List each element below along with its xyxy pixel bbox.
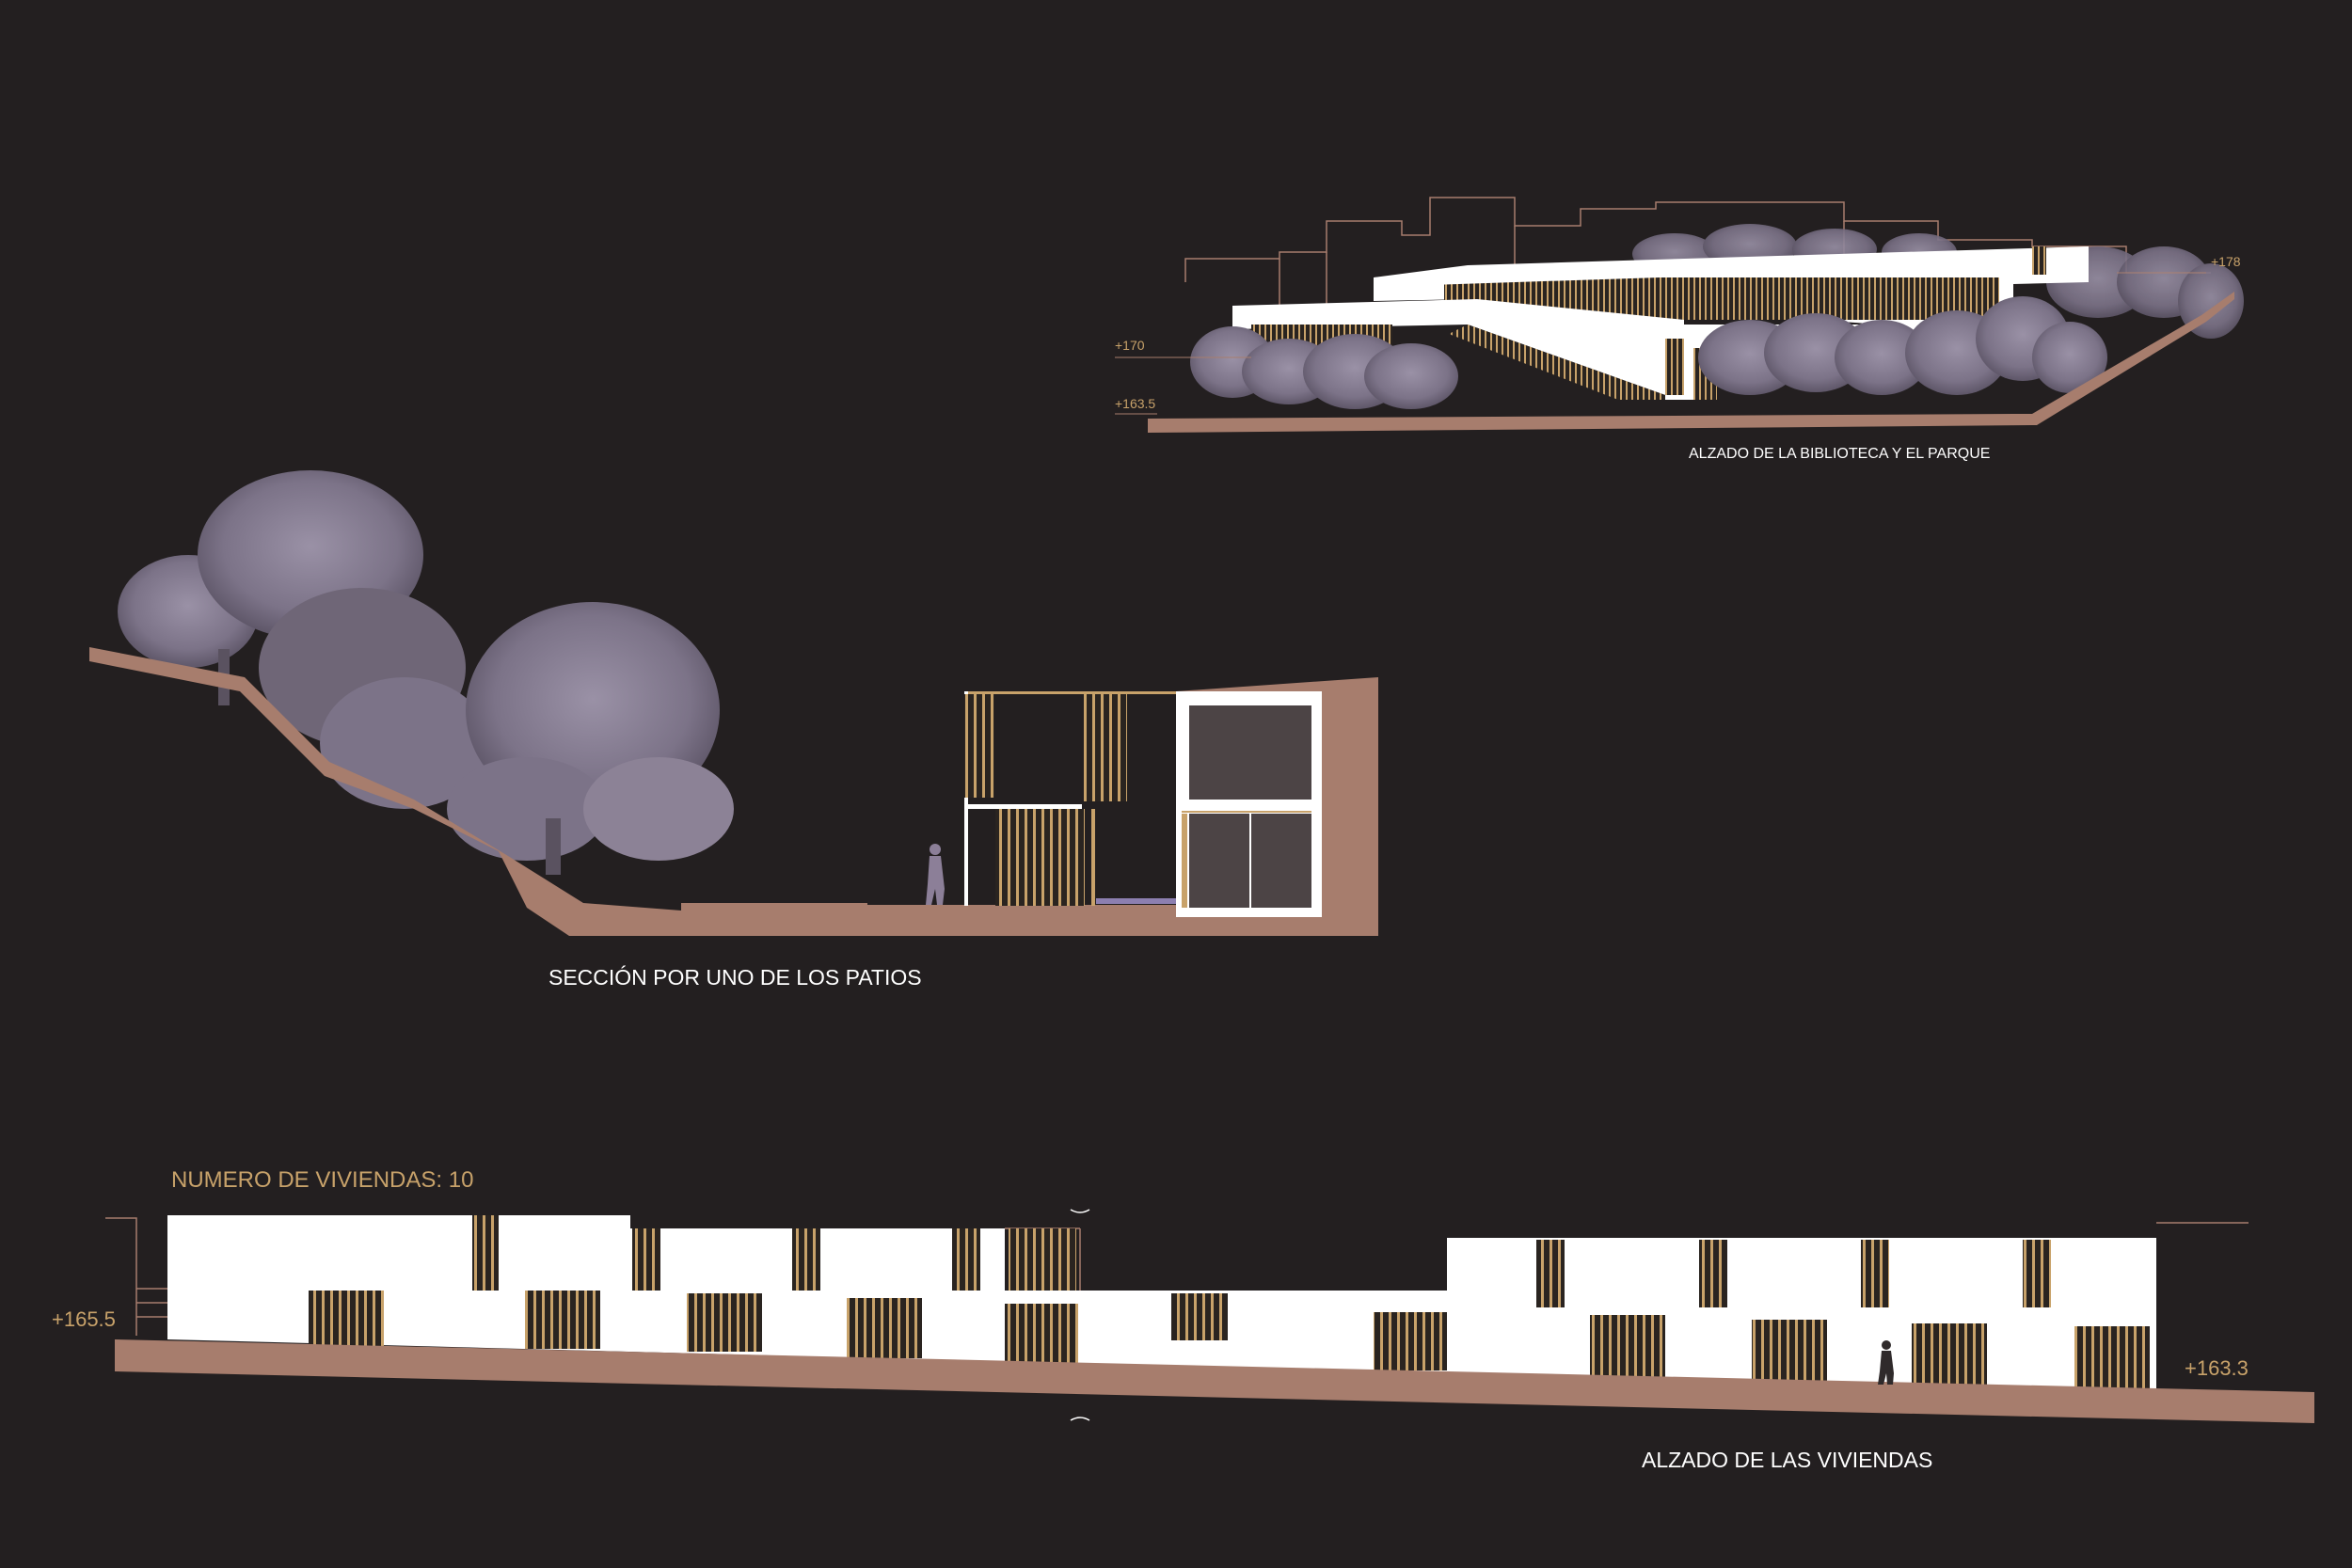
section-mark-top xyxy=(1070,1209,1090,1213)
person-figure xyxy=(926,844,945,905)
section-trees xyxy=(118,470,734,875)
library-level-lines xyxy=(1115,272,2206,415)
library-ground xyxy=(1148,292,2234,433)
park-trees-front xyxy=(1190,296,2107,409)
library-level-178: +178 xyxy=(2211,254,2241,269)
housing-elevation: NUMERO DE VIVIENDAS: 10 xyxy=(52,1167,2314,1472)
library-elevation: +178 +170 +163.5 ALZADO DE LA BIBLIOTECA… xyxy=(1115,197,2244,462)
housing-elevation-title: ALZADO DE LAS VIVIENDAS xyxy=(1642,1448,1932,1472)
library-level-163-5: +163.5 xyxy=(1115,396,1155,411)
library-level-170: +170 xyxy=(1115,338,1145,353)
patio-section-title: SECCIÓN POR UNO DE LOS PATIOS xyxy=(548,965,922,990)
dwellings-count-label: NUMERO DE VIVIENDAS: 10 xyxy=(171,1167,473,1193)
housing-level-163-3: +163.3 xyxy=(2185,1356,2249,1380)
section-mark-bottom xyxy=(1070,1417,1090,1421)
library-elevation-title: ALZADO DE LA BIBLIOTECA Y EL PARQUE xyxy=(1689,446,1990,462)
patio-section: SECCIÓN POR UNO DE LOS PATIOS xyxy=(89,470,1378,990)
housing-ground xyxy=(115,1339,2314,1423)
library-building xyxy=(1232,246,2089,400)
neighbor-outlines xyxy=(105,1217,2249,1336)
housing-person-figure xyxy=(1878,1340,1894,1385)
section-house xyxy=(964,691,1322,917)
lower-lattices xyxy=(309,1291,2150,1388)
housing-level-165-5: +165.5 xyxy=(52,1307,116,1331)
upper-lattices xyxy=(472,1215,2051,1307)
